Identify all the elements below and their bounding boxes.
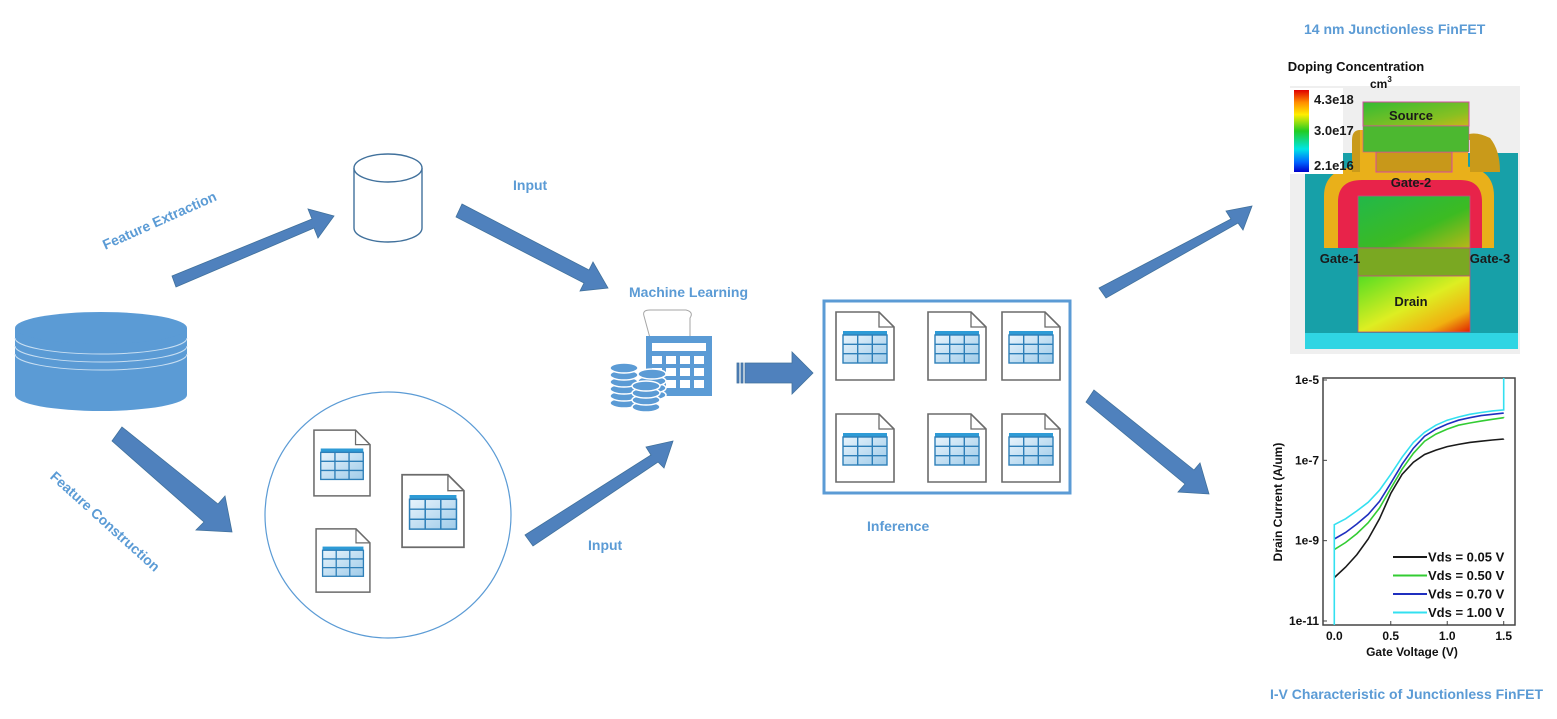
legend-entry: Vds = 0.50 V: [1428, 568, 1505, 583]
cylinder-icon: [353, 153, 423, 243]
finfet-device-image: [1289, 86, 1520, 354]
doping-tick-high: 4.3e18: [1314, 92, 1354, 107]
region-label-gate3: Gate-3: [1470, 251, 1510, 266]
arrow-to-chart: [1085, 389, 1210, 495]
series-line-3: [1333, 412, 1504, 540]
inference-results-box: [822, 299, 1072, 495]
label-input-bottom: Input: [588, 537, 623, 553]
arrow-feature-extraction: [171, 208, 335, 288]
calculator-database-icon: [609, 309, 712, 413]
doping-tick-low: 2.1e16: [1314, 158, 1354, 173]
series-line-4: [1333, 377, 1505, 625]
chart-caption: I-V Characteristic of Junctionless FinFE…: [1270, 686, 1544, 702]
doping-tick-mid: 3.0e17: [1314, 123, 1354, 138]
iv-chart: 1e-5 1e-7 1e-9 1e-11 0.0 0.5 1.0 1.5 Vds = 0.0…: [1271, 373, 1516, 659]
region-label-source: Source: [1389, 108, 1433, 123]
y-axis-label: Drain Current (A/um): [1271, 443, 1285, 562]
x-tick-label: 0.0: [1326, 629, 1343, 643]
x-tick-label: 1.0: [1439, 629, 1456, 643]
table-document-icon: [1001, 311, 1061, 381]
label-input-top: Input: [513, 177, 548, 193]
arrow-input-top: [455, 203, 609, 292]
legend-entry: Vds = 0.05 V: [1428, 550, 1505, 565]
doping-legend-title: Doping Concentration: [1288, 59, 1425, 74]
feature-set-circle: [264, 391, 512, 639]
table-document-icon: [401, 473, 465, 549]
plot-frame: [1322, 377, 1516, 626]
legend-entry: Vds = 1.00 V: [1428, 605, 1505, 620]
table-document-icon: [313, 429, 371, 497]
y-tick-label: 1e-11: [1289, 614, 1319, 628]
device-title: 14 nm Junctionless FinFET: [1304, 21, 1486, 37]
series-line-1: [1333, 438, 1505, 579]
doping-colorbar: [1294, 90, 1309, 172]
region-label-gate2: Gate-2: [1391, 175, 1431, 190]
table-document-icon: [927, 413, 987, 483]
constructed-features-group: [264, 391, 512, 639]
doping-legend-unit: cm3: [1370, 75, 1392, 91]
table-document-icon: [315, 528, 371, 593]
arrow-input-bottom: [524, 440, 674, 547]
region-label-gate1: Gate-1: [1320, 251, 1360, 266]
table-document-icon: [1001, 413, 1061, 483]
x-axis-label: Gate Voltage (V): [1366, 645, 1458, 659]
table-document-icon: [835, 311, 895, 381]
table-document-icon: [835, 413, 895, 483]
x-tick-label: 1.5: [1495, 629, 1512, 643]
y-tick-label: 1e-5: [1295, 373, 1319, 387]
x-tick-label: 0.5: [1382, 629, 1399, 643]
y-tick-label: 1e-7: [1295, 453, 1319, 467]
database-stack-icon: [14, 312, 188, 411]
table-document-icon: [927, 311, 987, 381]
series-line-2: [1333, 416, 1505, 551]
arrow-ml-to-inference: [736, 351, 814, 395]
label-machine-learning: Machine Learning: [629, 284, 749, 300]
arrow-to-device: [1098, 205, 1253, 299]
label-inference: Inference: [867, 518, 930, 534]
y-tick-label: 1e-9: [1295, 534, 1319, 548]
arrow-feature-construction: [111, 426, 233, 533]
legend-entry: Vds = 0.70 V: [1428, 587, 1505, 602]
region-label-drain: Drain: [1394, 294, 1427, 309]
